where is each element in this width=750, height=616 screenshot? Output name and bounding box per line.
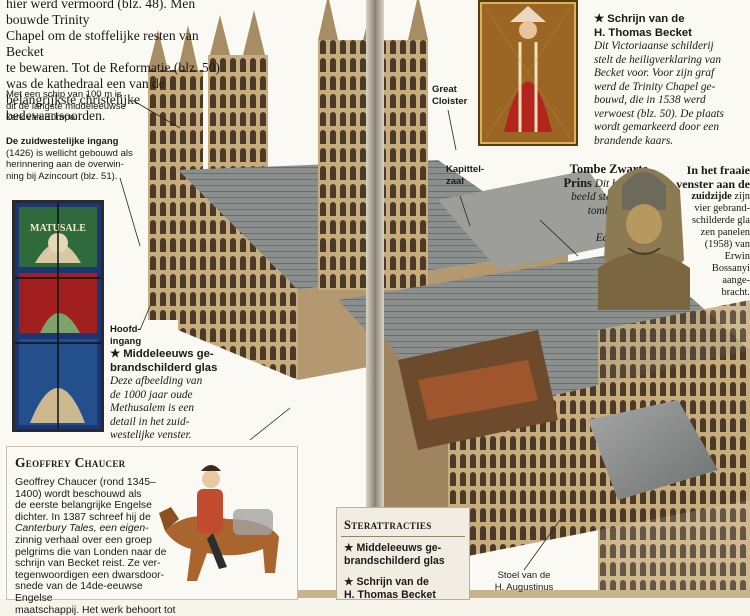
kapittelzaal-label: Kapittel- zaal — [446, 164, 484, 187]
main-entrance-label-line: Hoofd- — [110, 324, 141, 335]
nave-note-line: dit de langste middeleeuwse — [6, 100, 126, 112]
window-note-title: venster aan de — [676, 176, 750, 191]
nave-note-line: Met een schip van 100 m is — [6, 89, 122, 100]
window-note: In het fraaie venster aan de zuidzijde z… — [676, 163, 750, 299]
becket-shrine-title: ★ Schrijn van de — [594, 13, 685, 25]
chaucer-body-line: de eerste belangrijke Engelse — [15, 500, 152, 512]
chaucer-body-line: maatschappij. Het werk behoort tot — [15, 604, 176, 616]
window-note-line: zijn — [734, 191, 750, 202]
intro-line: hier werd vermoord (blz. 48). Men bouwde… — [6, 0, 196, 27]
becket-shrine-line: verwoest (blz. 50). De plaats — [594, 107, 724, 120]
kapittelzaal-label-line: zaal — [446, 175, 464, 187]
chaucer-body-line: Canterbury Tales, een eigen- — [15, 523, 149, 535]
chaucer-box: Geoffrey Chaucer Geoffrey Chaucer (rond … — [6, 446, 298, 616]
chaucer-on-horse-illustration — [159, 465, 279, 581]
southwest-entrance-line: ning bij Azincourt (blz. 51). — [6, 170, 118, 182]
star-attractions-divider — [341, 536, 465, 537]
southwest-entrance-line: (1426) is wellicht gebouwd als — [6, 147, 133, 159]
augustine-chair-label: Stoel van de H. Augustinus — [492, 570, 556, 593]
augustine-chair-label-line: H. Augustinus — [494, 581, 554, 593]
great-cloister-label: Great Cloister — [432, 84, 467, 107]
becket-shrine-line: Becket voor. Voor zijn graf — [594, 67, 715, 79]
main-entrance-label: Hoofd- ingang — [110, 324, 141, 347]
intro-line: was de kathedraal een van de — [6, 76, 165, 91]
becket-shrine-title: H. Thomas Becket — [594, 26, 692, 39]
nave-note: Met een schip van 100 m is dit de langst… — [6, 89, 144, 124]
southwest-entrance-line: herinnering aan de overwin- — [6, 159, 124, 170]
intro-line: belangrijkste christelijke — [6, 92, 141, 107]
window-note-line: (1958) van — [704, 239, 750, 250]
chaucer-body-line: 1400) wordt beschouwd als — [15, 488, 142, 500]
becket-shrine-line: Dit Victoriaanse schilderij — [594, 40, 714, 52]
chaucer-body-line: Geoffrey Chaucer (rond 1345– — [15, 477, 156, 488]
glass-caption-line: detail in het zuid- — [110, 415, 190, 428]
cathedral-illustration — [118, 0, 750, 598]
book-gutter — [366, 0, 384, 598]
great-cloister-label-line: Great — [432, 84, 457, 95]
great-cloister-label-line: Cloister — [432, 95, 468, 107]
star-attraction-line: ★ Middeleeuws ge- — [344, 542, 442, 554]
window-note-line: zen panelen — [700, 227, 750, 238]
window-note-line: aange- — [722, 275, 750, 286]
window-note-title: In het fraaie — [686, 163, 750, 177]
stained-glass-lettering: MATUSALE — [30, 223, 86, 234]
window-note-line: schilderde gla — [692, 215, 750, 226]
glass-caption-line: de 1000 jaar oude — [110, 388, 193, 401]
glass-caption-title: brandschilderd glas — [110, 361, 218, 374]
becket-shrine-line: brandende kaars. — [594, 134, 674, 147]
black-prince-effigy — [598, 168, 690, 310]
black-prince-title: Prins — [563, 175, 592, 190]
star-attractions-title: Sterattracties — [344, 518, 432, 532]
chaucer-body-line: dichter. In 1387 schreef hij de — [15, 511, 151, 523]
window-note-line: Erwin — [724, 251, 750, 262]
intro-line: bedevaartsoorden. — [6, 108, 106, 123]
star-attractions-box: Sterattracties ★ Middeleeuws ge- brandsc… — [336, 507, 470, 601]
becket-shrine-line: wordt gemarkeerd door een — [594, 121, 719, 133]
star-attraction-item: ★ Schrijn van de H. Thomas Becket — [344, 576, 468, 601]
chaucer-body-line: schrijn van Becket reist. Ze ver- — [15, 558, 161, 570]
intro-text: hier werd vermoord (blz. 48). Men bouwde… — [6, 0, 238, 124]
glass-caption: ★ Middeleeuws ge- brandschilderd glas De… — [110, 348, 288, 443]
window-note-line: bracht. — [721, 287, 750, 298]
glass-caption-title: ★ Middeleeuws ge- — [110, 348, 214, 360]
chaucer-body-line: pelgrims die van Londen naar de — [15, 546, 167, 558]
becket-shrine-painting — [478, 0, 578, 146]
becket-shrine-line: werd de Trinity Chapel ge- — [594, 80, 716, 93]
star-attraction-line: brandschilderd glas — [344, 554, 445, 567]
becket-shrine-line: stelt de heiligverklaring van — [594, 53, 722, 66]
window-note-line: vier gebrand- — [694, 203, 750, 214]
chaucer-title: Geoffrey Chaucer — [15, 455, 126, 470]
intro-line: te bewaren. Tot de Reformatie (blz. 50) — [6, 60, 220, 75]
kapittelzaal-label-line: Kapittel- — [446, 164, 484, 175]
star-attraction-item: ★ Middeleeuws ge- brandschilderd glas — [344, 542, 468, 567]
main-entrance-label-line: ingang — [110, 335, 142, 347]
glass-caption-line: westelijke venster. — [110, 429, 192, 441]
southwest-entrance-note: De zuidwestelijke ingang (1426) is welli… — [6, 136, 150, 182]
star-attraction-line: H. Thomas Becket — [344, 588, 436, 601]
star-attraction-line: ★ Schrijn van de — [344, 576, 429, 588]
intro-line: Chapel om de stoffelijke resten van Beck… — [6, 28, 199, 59]
becket-shrine-line: bouwd, die in 1538 werd — [594, 94, 706, 106]
augustine-chair-label-line: Stoel van de — [497, 570, 551, 581]
glass-caption-line: Methusalem is een — [110, 402, 195, 414]
southwest-entrance-title: De zuidwestelijke ingang — [6, 136, 119, 147]
chaucer-body-line: tegenwoordigen een dwarsdoor- — [15, 569, 165, 581]
becket-shrine-caption: ★ Schrijn van de H. Thomas Becket Dit Vi… — [594, 13, 750, 148]
window-note-line: Bossanyi — [711, 263, 750, 274]
chaucer-body-line: zinnig verhaal over een groep — [15, 534, 152, 546]
nave-note-line: kerk van Europa. — [6, 112, 78, 123]
stained-glass-methuselah: MATUSALE — [12, 200, 104, 432]
glass-caption-line: Deze afbeelding van — [110, 375, 203, 387]
window-note-title: zuidzijde — [691, 191, 732, 202]
